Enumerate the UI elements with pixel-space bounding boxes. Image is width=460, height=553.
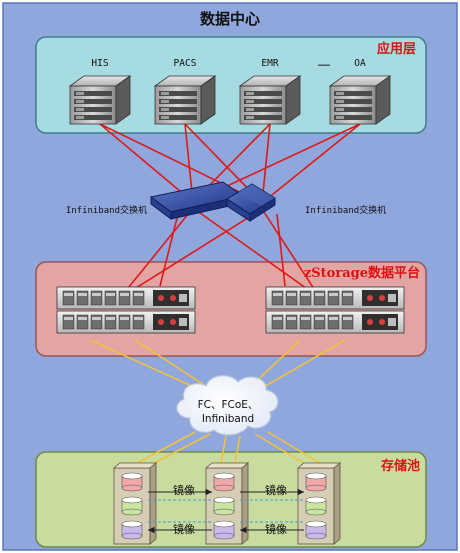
link-sw2-node2-b xyxy=(276,213,286,287)
server-label-2: EMR xyxy=(261,58,278,69)
cloud-icon xyxy=(176,375,279,436)
yl-4 xyxy=(254,339,346,393)
app-layer-label: 应用层 xyxy=(377,41,416,57)
link-sw1-node1-b xyxy=(159,213,179,287)
switch-label-left: Infiniband交换机 xyxy=(66,204,147,216)
app-layer-panel xyxy=(35,36,427,134)
mirror-label-4: 镜像 xyxy=(265,522,287,536)
server-tower-icon[interactable]: PACS xyxy=(153,58,217,125)
disk-cabinet-icon[interactable] xyxy=(296,462,342,545)
link-emr-sw2 xyxy=(261,123,271,204)
link-his-sw1 xyxy=(99,123,194,203)
cloud-text-line1: FC、FCoE、 xyxy=(198,399,259,411)
network-switch-icon[interactable] xyxy=(149,181,245,220)
server-label-0: HIS xyxy=(91,58,108,69)
disk-cabinet-icon[interactable] xyxy=(112,462,158,545)
yl-6 xyxy=(144,433,211,469)
network-switch-icon[interactable] xyxy=(226,183,276,222)
server-tower-icon[interactable]: OA xyxy=(328,58,392,125)
mirror-label-3: 镜像 xyxy=(173,522,195,536)
yl-2 xyxy=(134,339,216,393)
link-sw1-node2 xyxy=(192,207,321,299)
mirror-label-1: 镜像 xyxy=(173,483,195,497)
disk-cabinet-icon[interactable] xyxy=(204,462,250,545)
storage-platform-label: zStorage数据平台 xyxy=(304,265,420,281)
switch-group xyxy=(149,181,276,222)
diagram-title: 数据中心 xyxy=(200,10,260,28)
link-sw2-node2 xyxy=(261,208,321,299)
storage-rack-icon[interactable] xyxy=(56,286,196,334)
mirror-arrows xyxy=(148,488,304,534)
server-ellipsis: …… xyxy=(318,58,330,69)
yl-9 xyxy=(254,433,313,469)
storage-rack-icon[interactable] xyxy=(265,286,405,334)
link-sw1-node1 xyxy=(119,207,194,299)
mirror-label-2: 镜像 xyxy=(265,483,287,497)
server-tower-icon[interactable]: EMR xyxy=(238,58,302,125)
server-tower-icon[interactable]: HIS xyxy=(68,58,132,125)
link-sw2-node1 xyxy=(119,208,263,299)
switch-label-right: Infiniband交换机 xyxy=(305,204,386,216)
cloud-text-line2: Infiniband xyxy=(202,413,254,425)
yl-10 xyxy=(267,431,329,469)
yl-1 xyxy=(89,339,206,393)
server-label-3: OA xyxy=(354,58,366,69)
yl-5 xyxy=(127,431,196,469)
link-oa-sw2 xyxy=(261,123,361,204)
storage-pool-label: 存储池 xyxy=(381,458,420,474)
server-label-1: PACS xyxy=(174,58,197,69)
